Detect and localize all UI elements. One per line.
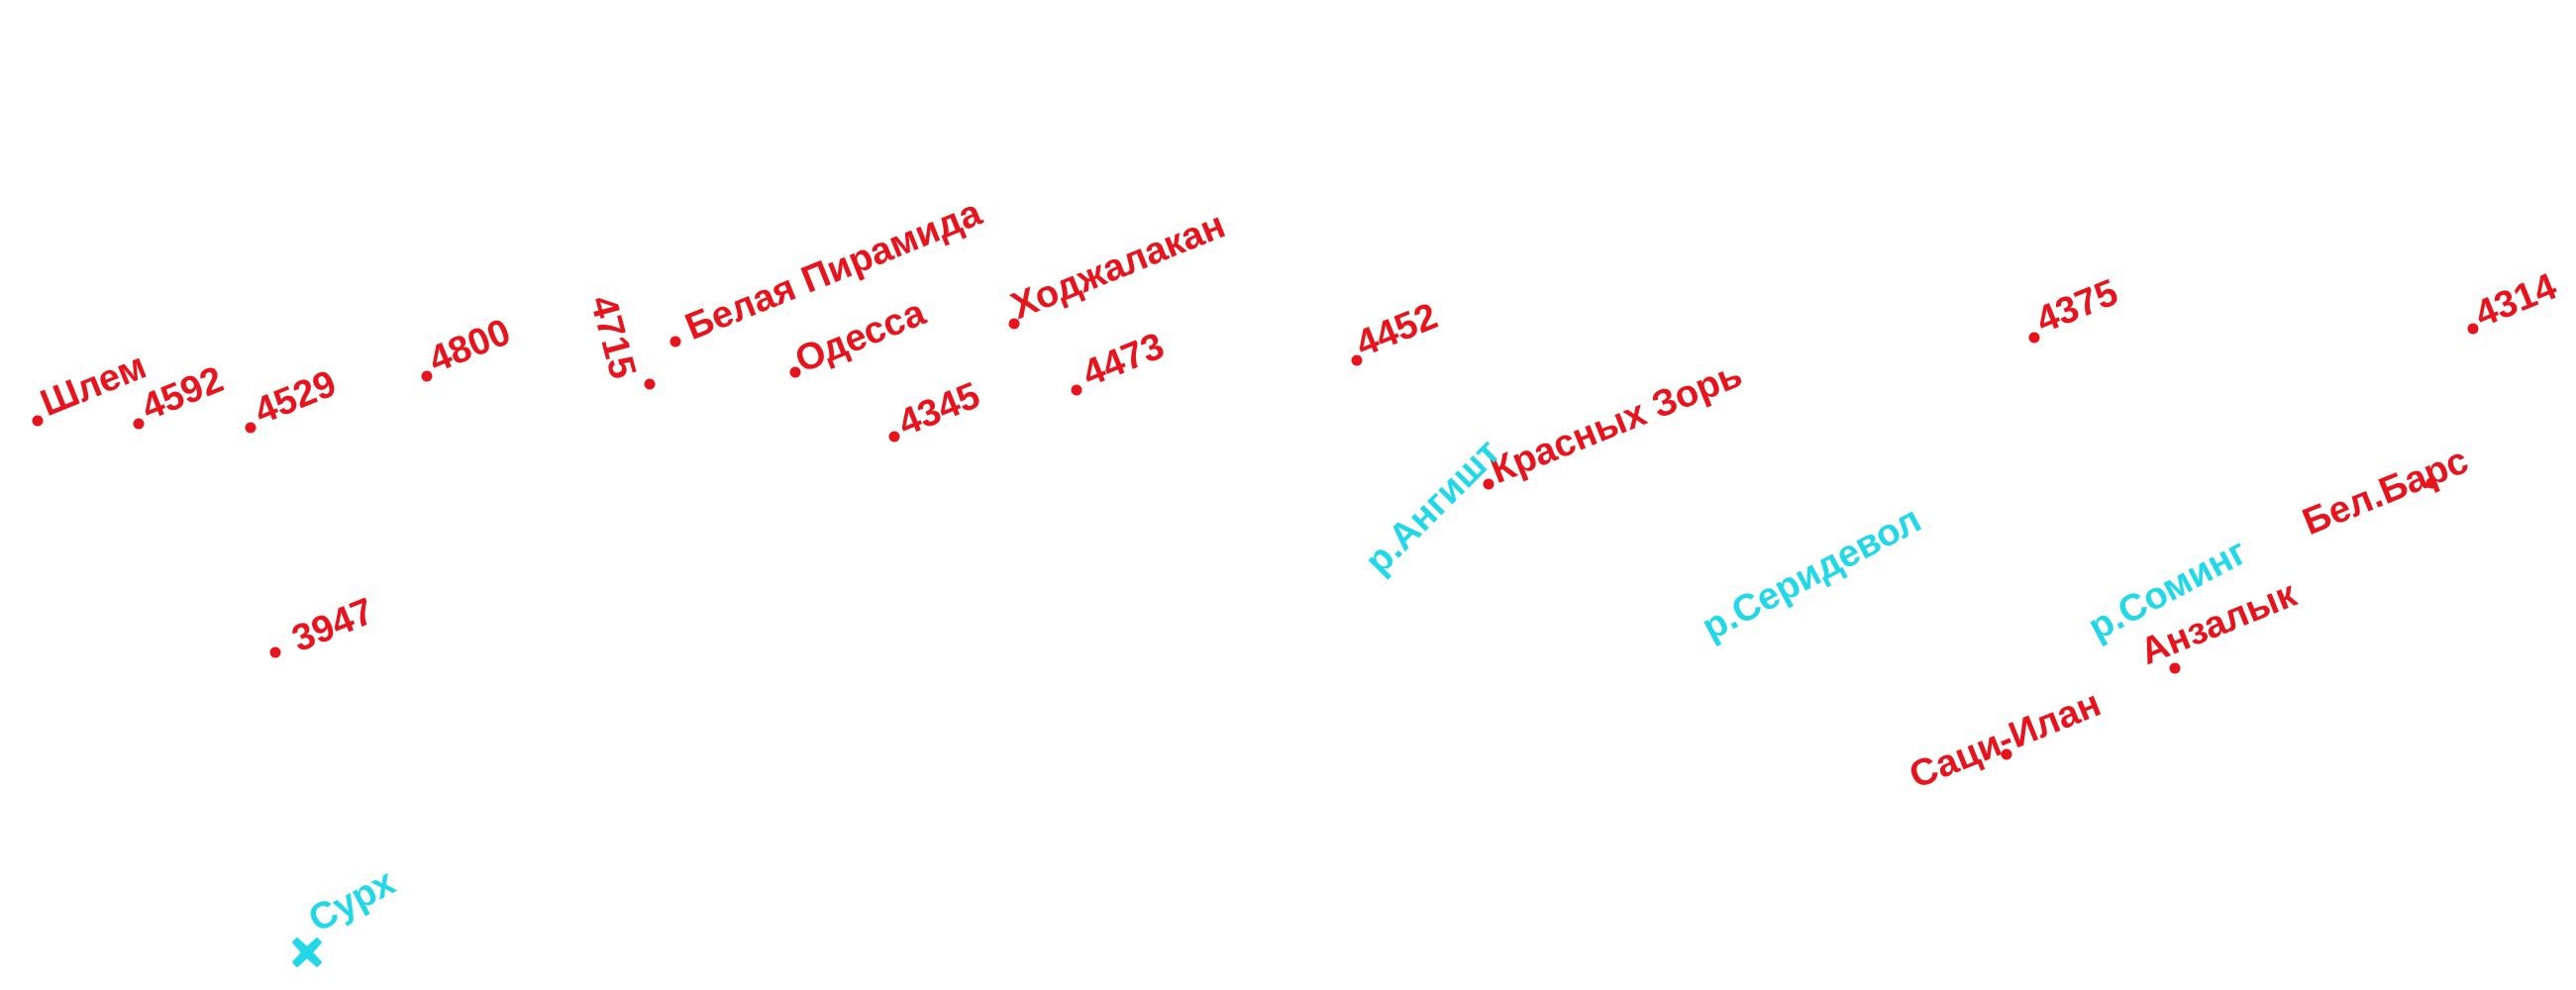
peak-label-satsi-ilan: Саци-Илан	[1904, 682, 2108, 798]
peak-label-4800: 4800	[423, 311, 517, 382]
peak-marker-belaya-piramida[interactable]	[670, 336, 681, 347]
peak-marker-4473[interactable]	[1071, 384, 1082, 396]
peak-label-4314: 4314	[2469, 265, 2563, 337]
peak-marker-4345[interactable]	[888, 431, 900, 443]
peak-label-bel-bars: Бел.Барс	[2297, 440, 2475, 544]
peak-marker-anzalyk[interactable]	[2169, 662, 2181, 674]
peak-label-khodzhalakan: Ходжалакан	[1005, 204, 1232, 329]
river-label-angisht: р.Ангишт	[1357, 431, 1509, 583]
peak-label-4592: 4592	[136, 358, 230, 430]
peak-label-4715: 4715	[581, 291, 644, 384]
peak-marker-4314[interactable]	[2467, 323, 2479, 335]
peak-marker-4375[interactable]	[2028, 332, 2040, 344]
peak-label-3947: 3947	[286, 590, 380, 661]
spring-label-surkh: Сурх	[302, 861, 403, 941]
peak-marker-3947[interactable]	[269, 646, 281, 658]
peak-label-4529: 4529	[249, 362, 343, 434]
peak-label-shlem: Шлем	[35, 345, 153, 426]
peak-marker-krasnykh-zor[interactable]	[1483, 478, 1494, 490]
spring-cross-icon[interactable]	[290, 936, 324, 969]
peak-label-odessa: Одесса	[789, 291, 932, 382]
peak-label-4345: 4345	[892, 374, 986, 446]
peak-marker-satsi-ilan[interactable]	[2001, 748, 2012, 760]
peak-label-4452: 4452	[1350, 295, 1444, 366]
peak-marker-4715[interactable]	[644, 378, 656, 390]
peak-marker-4592[interactable]	[133, 418, 145, 430]
peak-label-4375: 4375	[2030, 271, 2124, 343]
peak-marker-4800[interactable]	[421, 370, 433, 382]
peak-marker-bel-bars[interactable]	[2425, 477, 2437, 489]
peak-label-4473: 4473	[1077, 325, 1171, 396]
river-label-seridevol: р.Серидевол	[1696, 498, 1929, 649]
peak-marker-4529[interactable]	[245, 422, 257, 434]
peak-marker-khodzhalakan[interactable]	[1008, 318, 1020, 330]
peak-marker-4452[interactable]	[1351, 354, 1363, 366]
peak-label-krasnykh-zor: Красных Зорь	[1485, 353, 1748, 493]
peak-marker-odessa[interactable]	[789, 366, 801, 378]
peak-marker-shlem[interactable]	[32, 415, 44, 427]
